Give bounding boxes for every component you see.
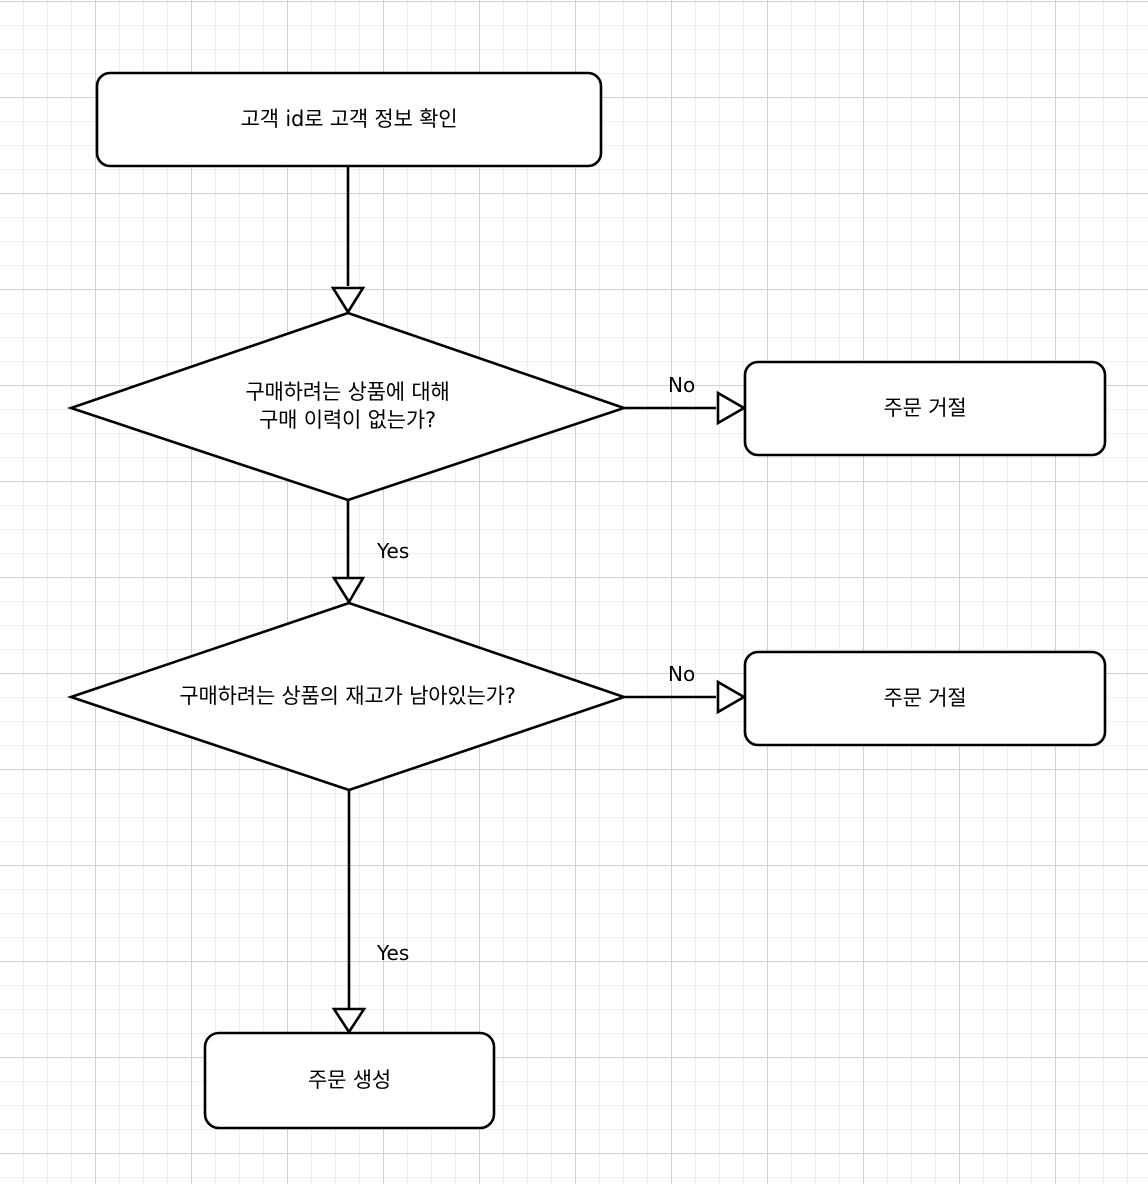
arrowhead-down-icon (331, 576, 366, 605)
arrowhead-down-icon (331, 1007, 367, 1035)
edge-decision1-no[interactable] (624, 390, 747, 426)
edge-decision2-yes[interactable] (331, 790, 367, 1035)
node-decision-purchase-history-shape[interactable] (66, 311, 629, 502)
node-start-shape[interactable] (95, 71, 603, 168)
node-reject-1-shape[interactable] (743, 360, 1107, 457)
edge-start-to-decision1[interactable] (330, 166, 366, 315)
edge-decision1-yes[interactable] (331, 500, 366, 605)
edge-decision2-no[interactable] (624, 679, 747, 715)
arrowhead-right-icon (716, 390, 747, 426)
node-reject-2-shape[interactable] (743, 650, 1107, 747)
node-decision-stock-shape[interactable] (66, 601, 629, 792)
arrowhead-right-icon (716, 679, 747, 715)
node-create-order-shape[interactable] (203, 1031, 496, 1130)
arrowhead-down-icon (330, 286, 366, 315)
